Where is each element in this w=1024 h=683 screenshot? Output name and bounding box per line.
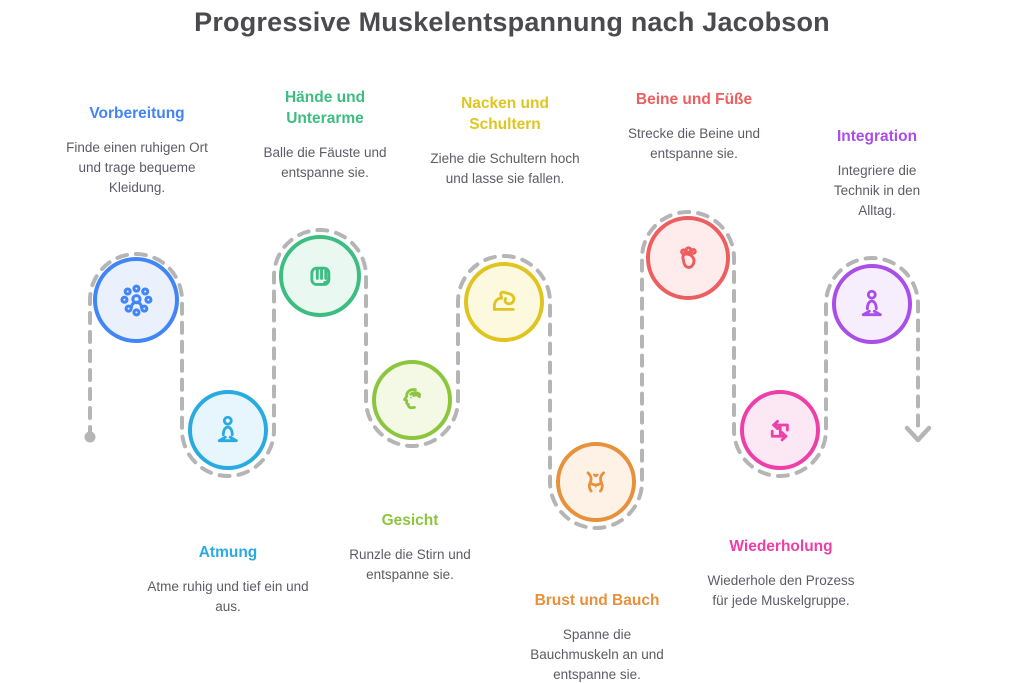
step-nacken-schultern: Nacken und Schultern Ziehe die Schultern…	[410, 94, 600, 189]
repeat-one-icon	[771, 420, 789, 442]
path-start-dot	[84, 431, 96, 443]
step-beine-fuesse: Beine und Füße Strecke die Beine und ent…	[599, 90, 789, 164]
step-label: Gesicht	[381, 512, 439, 529]
node-brust-bauch	[556, 442, 636, 522]
bicep-icon	[493, 290, 516, 311]
step-label: Brust und Bauch	[534, 592, 660, 609]
node-beine-fuesse	[646, 216, 730, 300]
step-gesicht: Gesicht Runzle die Stirn und entspanne s…	[315, 511, 505, 585]
step-integration: Integration Integriere die Technik in de…	[782, 127, 972, 222]
node-gesicht	[372, 360, 452, 440]
step-description: Integriere die Technik in den Alltag.	[833, 162, 921, 219]
flow-path-line	[88, 210, 920, 530]
step-description: Finde einen ruhigen Ort und trage bequem…	[66, 139, 208, 196]
meditation-icon	[862, 290, 882, 317]
torso-icon	[586, 471, 606, 493]
step-description: Atme ruhig und tief ein und aus.	[147, 578, 309, 615]
step-atmung: Atmung Atme ruhig und tief ein und aus.	[133, 543, 323, 617]
node-haende-unterarme	[279, 235, 361, 317]
step-label: Vorbereitung	[89, 105, 185, 122]
face-profile-icon	[403, 388, 422, 410]
step-description: Ziehe die Schultern hoch und lasse sie f…	[430, 150, 580, 187]
step-description: Balle die Fäuste und entspanne sie.	[263, 144, 387, 181]
step-label: Hände und Unterarme	[284, 89, 366, 127]
step-description: Runzle die Stirn und entspanne sie.	[349, 546, 471, 583]
infographic-title: Progressive Muskelentspannung nach Jacob…	[194, 7, 830, 37]
node-atmung	[188, 390, 268, 470]
path-end-arrow-icon	[904, 425, 932, 443]
step-label: Integration	[836, 128, 918, 145]
node-vorbereitung	[93, 257, 179, 343]
node-nacken-schultern	[464, 262, 544, 342]
step-label: Atmung	[198, 544, 258, 561]
footprint-icon	[680, 246, 697, 269]
node-integration	[832, 264, 912, 344]
step-wiederholung: Wiederholung Wiederhole den Prozess für …	[686, 537, 876, 611]
step-label: Beine und Füße	[635, 91, 753, 108]
step-description: Spanne die Bauchmuskeln an und entspanne…	[530, 626, 664, 683]
group-icon	[119, 284, 152, 316]
node-wiederholung	[740, 390, 820, 470]
step-label: Wiederholung	[729, 538, 833, 555]
step-vorbereitung: Vorbereitung Finde einen ruhigen Ort und…	[42, 104, 232, 199]
step-description: Wiederhole den Prozess für jede Muskelgr…	[707, 572, 855, 609]
fist-icon	[310, 266, 330, 286]
meditation-icon	[218, 416, 238, 443]
step-brust-bauch: Brust und Bauch Spanne die Bauchmuskeln …	[502, 591, 692, 683]
step-haende-unterarme: Hände und Unterarme Balle die Fäuste und…	[230, 88, 420, 183]
step-description: Strecke die Beine und entspanne sie.	[627, 125, 761, 162]
step-label: Nacken und Schultern	[461, 95, 549, 133]
